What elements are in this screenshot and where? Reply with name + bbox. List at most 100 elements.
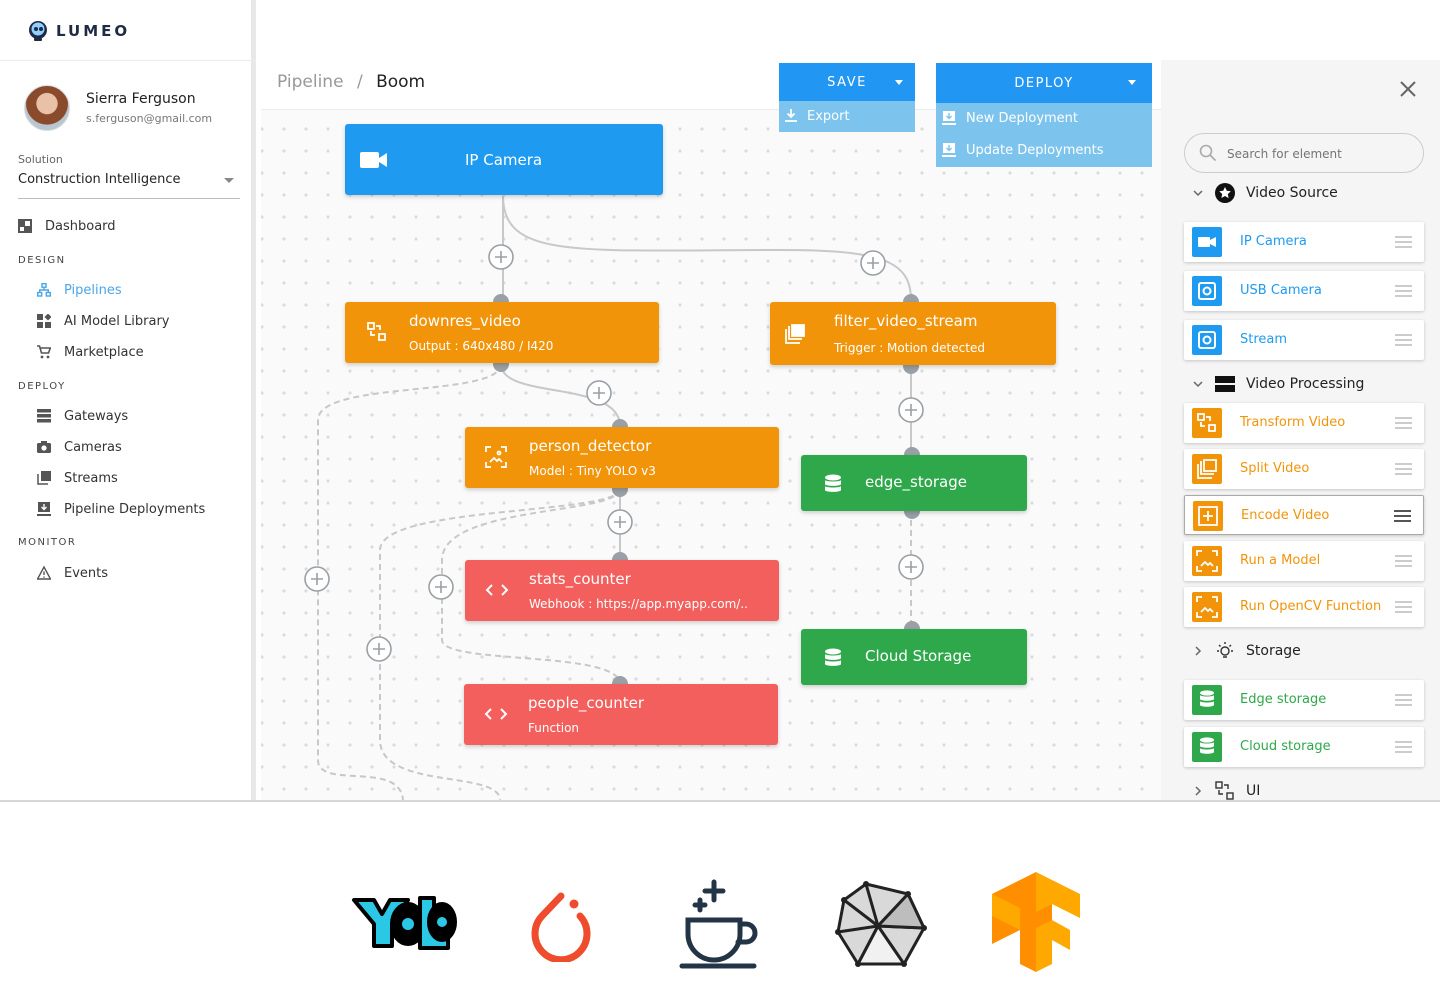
save-menu: Export xyxy=(779,101,915,132)
deploy-button-label: DEPLOY xyxy=(1014,75,1074,91)
drag-handle-icon[interactable] xyxy=(1394,510,1411,522)
menu-item-new-deployment[interactable]: New Deployment xyxy=(942,108,1078,128)
element-label: Stream xyxy=(1240,332,1288,347)
polyhedron-logo xyxy=(835,881,927,967)
star-circle-icon xyxy=(1215,183,1235,203)
menu-item-label: Export xyxy=(807,108,850,124)
category-ui[interactable]: UI xyxy=(1193,780,1261,800)
drag-handle-icon[interactable] xyxy=(1395,463,1412,475)
category-storage[interactable]: Storage xyxy=(1193,640,1301,662)
nav-cameras[interactable]: Cameras xyxy=(37,437,122,457)
category-label: UI xyxy=(1246,783,1261,799)
drag-handle-icon[interactable] xyxy=(1395,741,1412,753)
node-person-detector[interactable]: person_detector Model : Tiny YOLO v3 xyxy=(465,427,779,488)
section-deploy: DEPLOY xyxy=(18,381,66,392)
chevron-down-icon xyxy=(1193,381,1203,388)
deploy-button[interactable]: DEPLOY xyxy=(936,63,1152,103)
chevron-right-icon xyxy=(1195,786,1202,796)
deployment-icon xyxy=(942,111,956,125)
split-icon xyxy=(785,324,805,344)
element-split-video[interactable]: Split Video xyxy=(1184,449,1424,489)
save-button[interactable]: SAVE xyxy=(779,63,915,101)
run-model-icon xyxy=(1192,546,1222,576)
transform-icon xyxy=(1192,408,1222,438)
nav-ai-model-library[interactable]: AI Model Library xyxy=(37,311,169,331)
search-input[interactable] xyxy=(1227,144,1407,164)
node-subtitle: Trigger : Motion detected xyxy=(834,341,985,355)
menu-item-export[interactable]: Export xyxy=(785,106,850,126)
brand-name: LUMEO xyxy=(56,22,131,40)
videocam-icon xyxy=(360,152,387,168)
nav-pipeline-deployments-label: Pipeline Deployments xyxy=(64,501,206,517)
nav-gateways[interactable]: Gateways xyxy=(37,406,128,426)
camera-icon xyxy=(37,441,51,453)
solution-select[interactable]: Construction Intelligence xyxy=(18,172,240,199)
element-label: Edge storage xyxy=(1240,692,1327,707)
element-transform-video[interactable]: Transform Video xyxy=(1184,403,1424,443)
element-edge-storage[interactable]: Edge storage xyxy=(1184,680,1424,720)
element-label: Run OpenCV Function xyxy=(1240,599,1382,614)
node-filter-video-stream[interactable]: filter_video_stream Trigger : Motion det… xyxy=(770,302,1056,365)
node-downres-video[interactable]: downres_video Output : 640x480 / I420 xyxy=(345,302,659,363)
nav-dashboard-label: Dashboard xyxy=(45,218,116,234)
element-run-a-model[interactable]: Run a Model xyxy=(1184,541,1424,581)
element-label: Split Video xyxy=(1240,461,1310,476)
element-cloud-storage[interactable]: Cloud storage xyxy=(1184,727,1424,767)
element-label: Transform Video xyxy=(1240,415,1346,430)
node-subtitle: Function xyxy=(528,721,580,735)
close-icon[interactable] xyxy=(1398,79,1418,99)
menu-item-update-deployments[interactable]: Update Deployments xyxy=(942,140,1104,160)
cart-icon xyxy=(37,345,51,359)
lumeo-logo-icon xyxy=(29,21,47,41)
nav-events-label: Events xyxy=(64,565,109,581)
drag-handle-icon[interactable] xyxy=(1395,285,1412,297)
database-icon xyxy=(825,474,841,492)
drag-handle-icon[interactable] xyxy=(1395,694,1412,706)
element-stream[interactable]: Stream xyxy=(1184,320,1424,360)
breadcrumb-root[interactable]: Pipeline xyxy=(277,72,344,92)
node-ip-camera[interactable]: IP Camera xyxy=(345,124,663,195)
drag-handle-icon[interactable] xyxy=(1395,417,1412,429)
sidebar: LUMEO Sierra Ferguson s.ferguson@gmail.c… xyxy=(0,0,256,800)
nav-pipelines[interactable]: Pipelines xyxy=(37,280,122,300)
deployment-icon xyxy=(37,502,51,516)
node-stats-counter[interactable]: stats_counter Webhook : https://app.myap… xyxy=(465,560,779,621)
drag-handle-icon[interactable] xyxy=(1395,555,1412,567)
nav-events[interactable]: Events xyxy=(37,563,108,583)
code-icon xyxy=(485,584,509,596)
node-people-counter[interactable]: people_counter Function xyxy=(464,684,778,745)
nav-pipeline-deployments[interactable]: Pipeline Deployments xyxy=(37,499,205,519)
caret-down-icon[interactable] xyxy=(1128,80,1136,85)
menu-item-label: New Deployment xyxy=(966,110,1079,126)
nav-gateways-label: Gateways xyxy=(64,408,129,424)
category-video-source[interactable]: Video Source xyxy=(1193,182,1338,204)
drag-handle-icon[interactable] xyxy=(1395,601,1412,613)
nav-ai-model-library-label: AI Model Library xyxy=(64,313,170,329)
pipelines-icon xyxy=(37,283,51,297)
category-label: Video Source xyxy=(1246,185,1338,201)
element-encode-video[interactable]: Encode Video xyxy=(1184,495,1424,535)
warning-icon xyxy=(37,566,51,580)
brand-logo[interactable]: LUMEO xyxy=(26,18,130,44)
element-usb-camera[interactable]: USB Camera xyxy=(1184,271,1424,311)
header-strip xyxy=(256,0,1440,60)
avatar[interactable] xyxy=(24,85,70,131)
user-profile[interactable]: Sierra Ferguson s.ferguson@gmail.com xyxy=(24,85,212,131)
nav-dashboard[interactable]: Dashboard xyxy=(18,216,116,236)
node-cloud-storage[interactable]: Cloud Storage xyxy=(801,629,1027,685)
app-window: LUMEO Sierra Ferguson s.ferguson@gmail.c… xyxy=(0,0,1440,802)
element-run-opencv-function[interactable]: Run OpenCV Function xyxy=(1184,587,1424,627)
caret-down-icon xyxy=(224,178,234,183)
element-ip-camera[interactable]: IP Camera xyxy=(1184,222,1424,262)
node-edge-storage[interactable]: edge_storage xyxy=(801,455,1027,511)
caret-down-icon[interactable] xyxy=(895,80,903,85)
nav-marketplace[interactable]: Marketplace xyxy=(37,342,144,362)
search-box[interactable] xyxy=(1184,133,1424,173)
category-video-processing[interactable]: Video Processing xyxy=(1193,373,1364,395)
split-icon xyxy=(1192,454,1222,484)
drag-handle-icon[interactable] xyxy=(1395,334,1412,346)
drag-handle-icon[interactable] xyxy=(1395,236,1412,248)
category-label: Storage xyxy=(1246,643,1301,659)
nav-cameras-label: Cameras xyxy=(64,439,122,455)
nav-streams[interactable]: Streams xyxy=(37,468,118,488)
